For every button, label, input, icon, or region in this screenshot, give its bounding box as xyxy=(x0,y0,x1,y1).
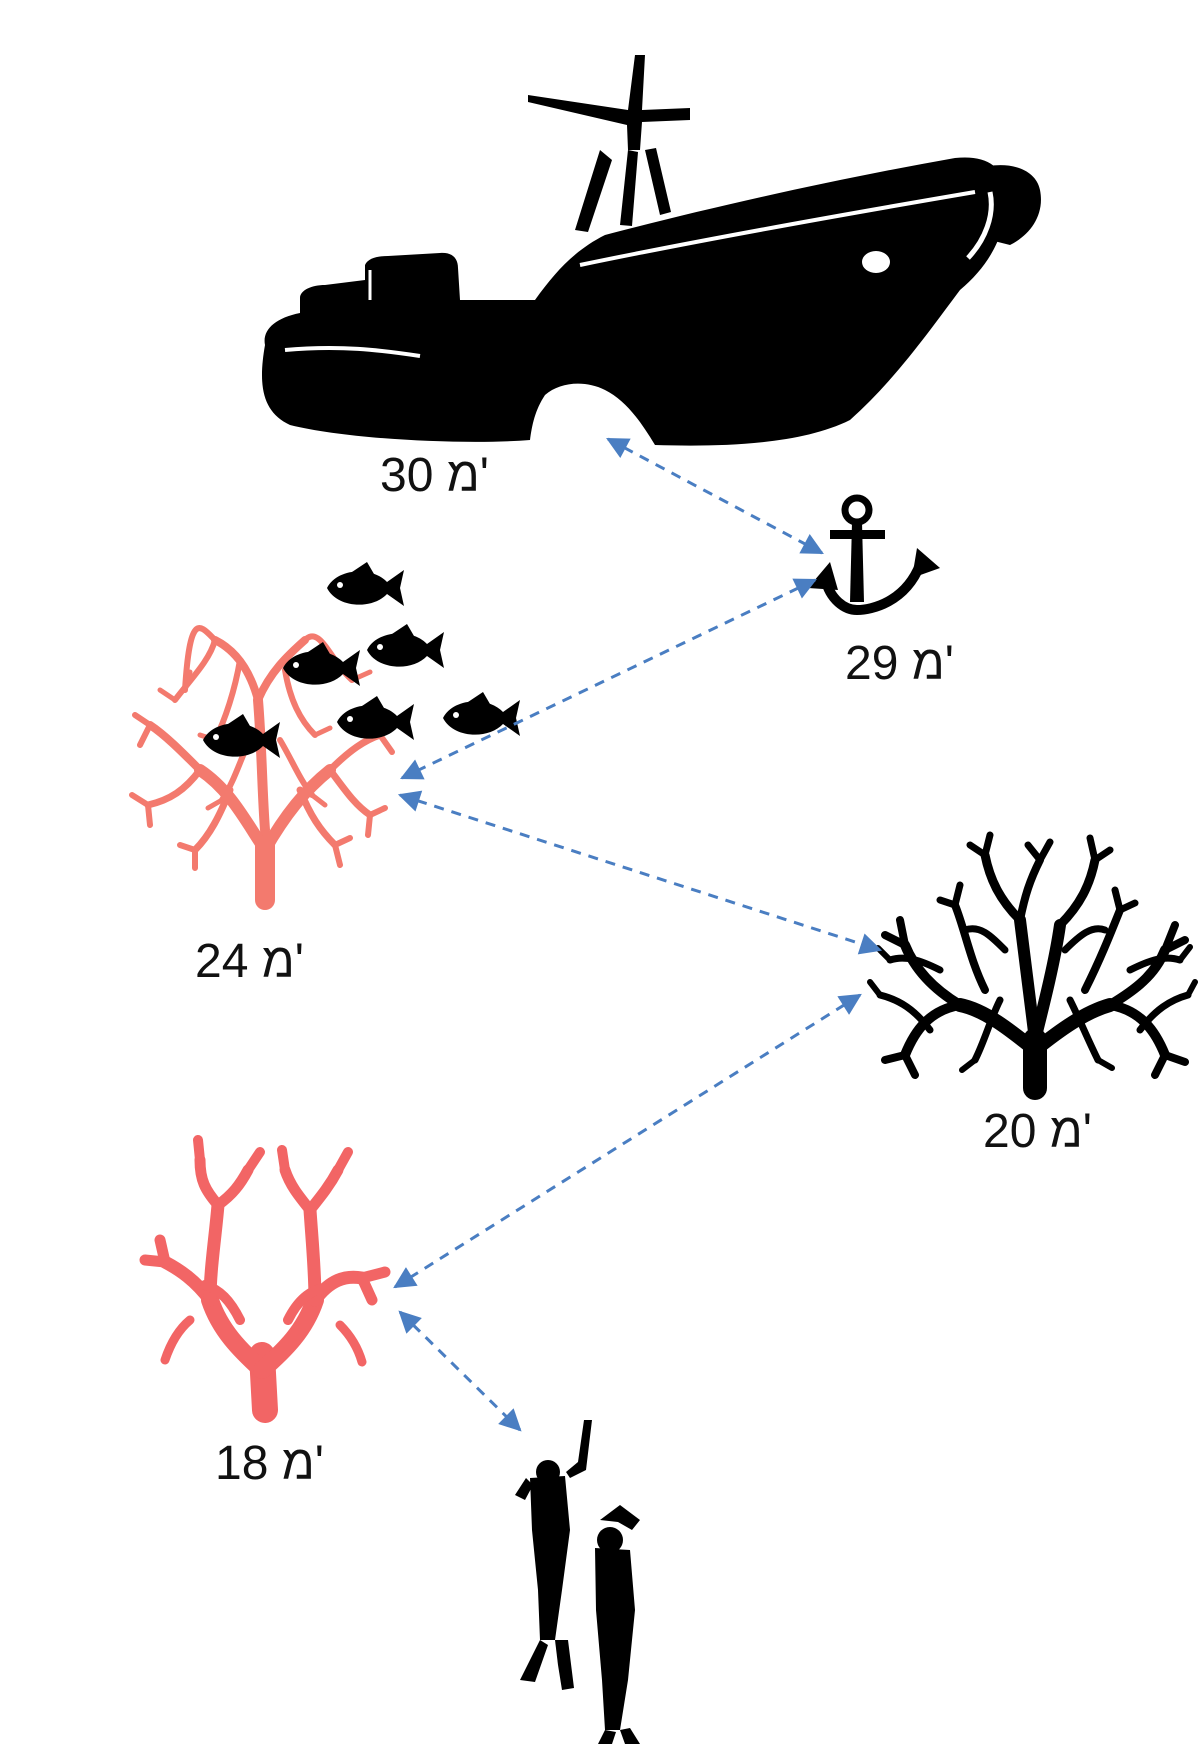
arrow-black-red xyxy=(393,993,862,1289)
anchor-depth-label: 29 מ' xyxy=(845,637,954,690)
fish-icon xyxy=(203,562,520,758)
black-coral-depth-label: 20 מ' xyxy=(983,1105,1092,1158)
anchor-icon xyxy=(808,494,940,616)
arrow-ship-anchor xyxy=(606,437,824,555)
ship-icon xyxy=(261,55,1041,446)
arrow-fan-black xyxy=(397,790,883,955)
ship-depth-label: 30 מ' xyxy=(380,449,489,502)
arrow-red-divers xyxy=(398,1310,522,1432)
red-coral-depth-label: 18 מ' xyxy=(215,1437,324,1490)
sea-fan-depth-label: 24 מ' xyxy=(195,935,304,988)
arrow-anchor-fan xyxy=(400,578,817,780)
route-arrows xyxy=(393,437,883,1432)
diver-icon xyxy=(515,1420,640,1744)
sea-fan-coral-icon xyxy=(129,625,398,910)
red-coral-icon xyxy=(139,1135,391,1423)
black-coral-icon xyxy=(867,831,1198,1100)
